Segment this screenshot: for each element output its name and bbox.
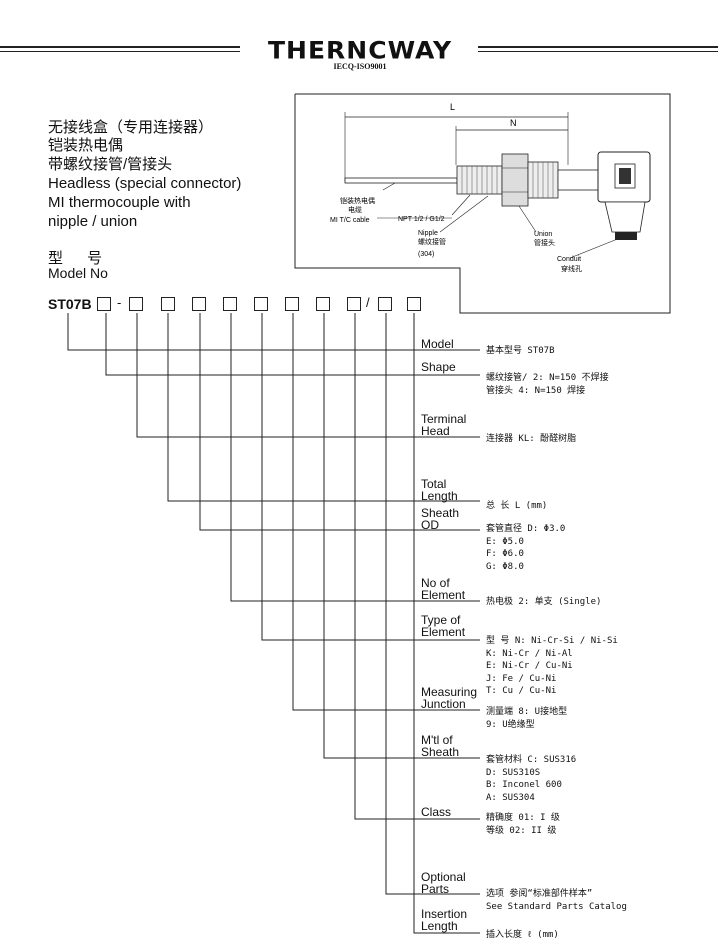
title-en-1: Headless (special connector) (48, 175, 242, 192)
nipple-label-en: Nipple (418, 230, 438, 237)
row-desc-terminal-head: 连接器 KL: 酚醛树脂 (486, 434, 577, 444)
header-rule-right-thin (478, 51, 718, 52)
code-box-type-of-element (254, 297, 268, 311)
header-rule-left (0, 46, 240, 48)
union-label-en: Union (534, 231, 552, 238)
code-box-optional-parts (378, 297, 392, 311)
certification-text: IECQ-ISO9001 (333, 62, 387, 71)
model-label-zh: 型 号 (48, 250, 113, 267)
code-box-insertion-length (407, 297, 421, 311)
row-desc-class: 精确度 01: I 级等级 02: II 级 (486, 813, 560, 836)
union-label-zh: 管接头 (534, 238, 555, 247)
dim-N: N (510, 118, 517, 128)
row-desc-measuring-junction: 测量端 8: U接地型 9: U绝缘型 (486, 707, 568, 730)
code-box-shape (97, 297, 111, 311)
model-code: ST07B (48, 296, 92, 312)
row-desc-total-length: 总 长 L (mm) (486, 501, 548, 511)
code-box-measuring-junction (285, 297, 299, 311)
title-zh-3: 带螺纹接管/管接头 (48, 156, 173, 173)
code-box-class (347, 297, 361, 311)
title-en-2: MI thermocouple with (48, 194, 191, 211)
npt-label: NPT 1/2 / G1/2 (398, 216, 445, 223)
title-zh-1: 无接线盒（专用连接器） (48, 119, 214, 136)
code-box-sheath-material (316, 297, 330, 311)
row-desc-type-of-element: 型 号 N: Ni-Cr-Si / Ni-Si K: Ni-Cr / Ni-Al… (486, 636, 618, 696)
code-box-terminal-head (129, 297, 143, 311)
row-label-model: Model (421, 337, 454, 351)
header-rule-right (478, 46, 718, 48)
brand-logo: THERNCWAY (268, 36, 453, 65)
row-desc-sheath-od: 套管直径 D: Φ3.0 E: Φ5.0 F: Φ6.0 G: Φ8.0 (486, 524, 566, 572)
row-label-shape: Shape (421, 360, 456, 374)
code-dash: - (117, 295, 122, 310)
dim-L: L (450, 102, 455, 112)
title-en-3: nipple / union (48, 213, 138, 230)
code-box-sheath-od (192, 297, 206, 311)
conduit-label-en: Conduit (557, 256, 581, 263)
row-desc-no-of-element: 热电极 2: 单支 (Single) (486, 597, 602, 607)
cable-label-en: MI T/C cable (330, 217, 370, 224)
cable-label-zh-2: 电缆 (348, 205, 362, 214)
row-desc-optional-parts: 选项 参阅“标准部件样本” See Standard Parts Catalog (486, 889, 627, 912)
code-slash: / (366, 295, 370, 310)
header-rule-left-thin (0, 51, 240, 52)
nipple-label-zh: 螺纹接管 (418, 237, 446, 246)
model-label-en: Model No (48, 265, 108, 281)
conduit-label-zh: 穿线孔 (561, 264, 582, 273)
cable-label-zh-1: 铠装热电偶 (340, 196, 375, 205)
title-zh-2: 铠装热电偶 (48, 137, 124, 154)
row-desc-model: 基本型号 ST07B (486, 346, 555, 356)
row-desc-sheath-material: 套管材料 C: SUS316 D: SUS310S B: Inconel 600… (486, 755, 577, 803)
row-label-class: Class (421, 805, 452, 819)
nipple-material: (304) (418, 251, 434, 258)
row-desc-shape: 螺纹接管/ 2: N=150 不焊接管接头 4: N=150 焊接 (486, 373, 609, 396)
code-box-total-length (161, 297, 175, 311)
code-box-no-of-element (223, 297, 237, 311)
row-desc-insertion-length: 插入长度 ℓ (mm) (486, 930, 559, 940)
